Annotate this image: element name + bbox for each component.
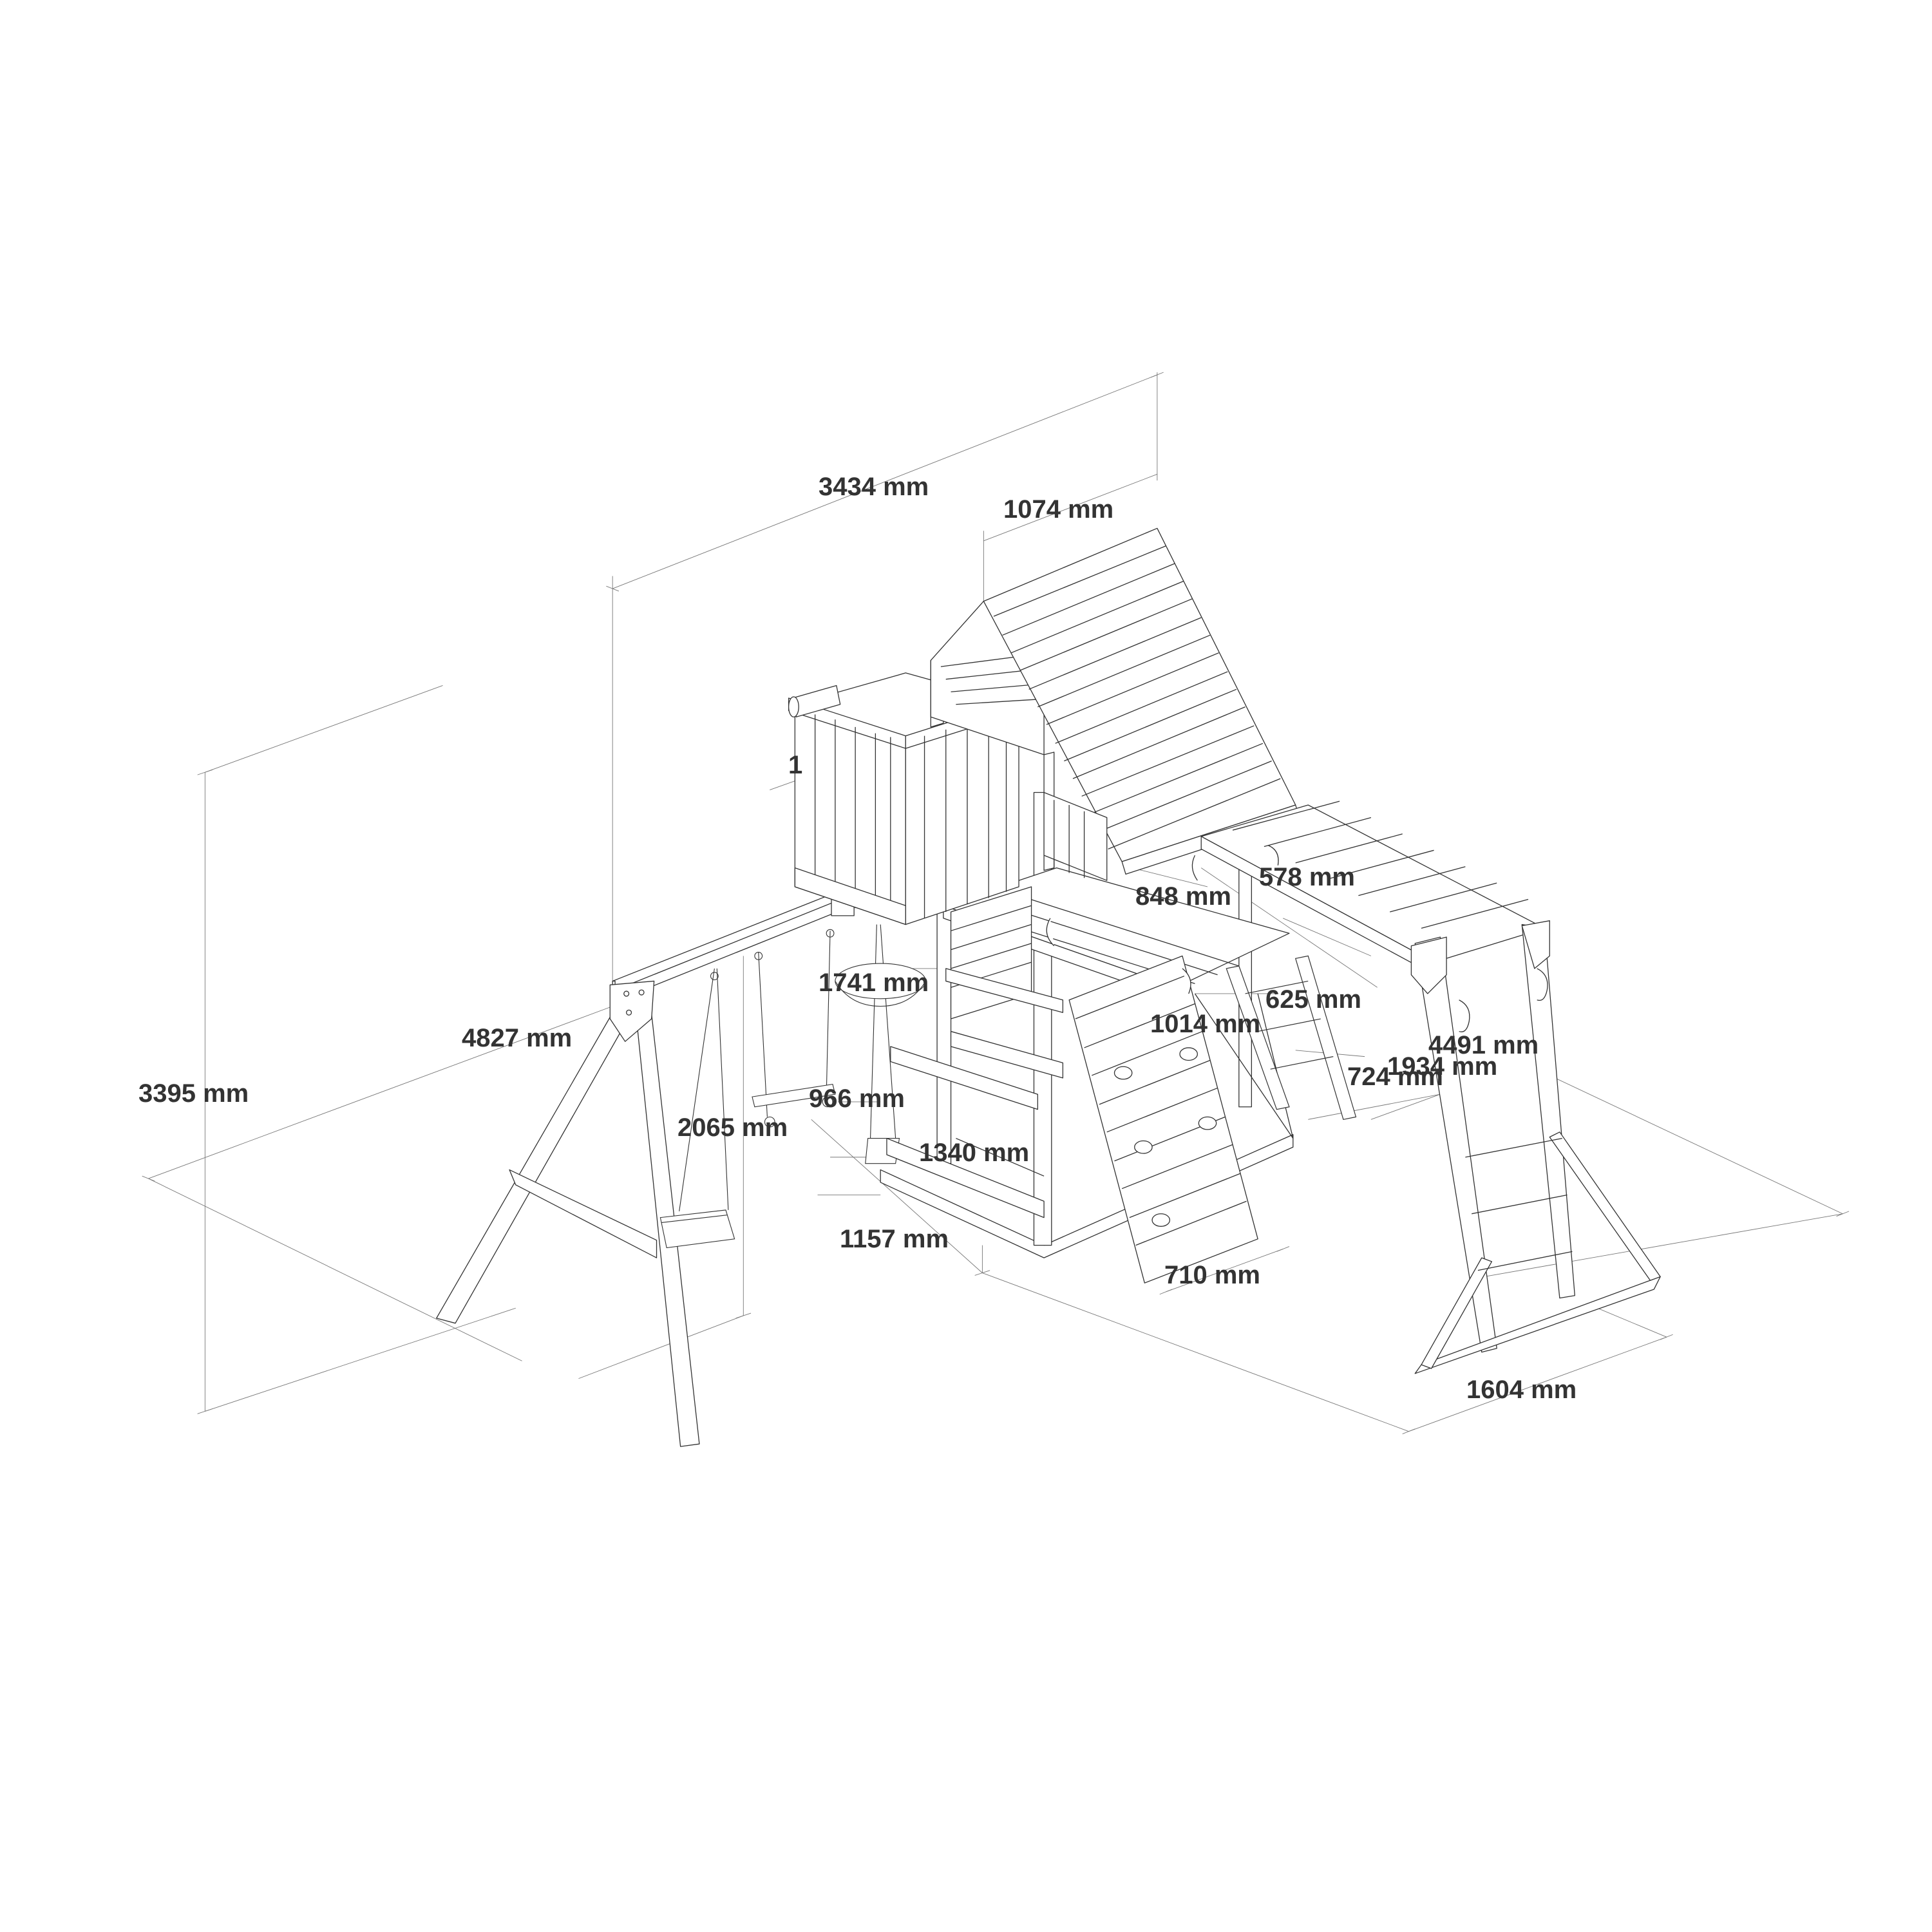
dimension-partial-label: 1 [788, 751, 803, 779]
swing-a-frame [437, 887, 854, 1446]
dimension-710: 710 mm [1164, 1261, 1260, 1289]
dimension-1157: 1157 mm [840, 1225, 949, 1253]
dimension-1340: 1340 mm [919, 1139, 1030, 1167]
climbing-wall [1046, 918, 1258, 1283]
dimension-4491: 4491 mm [1428, 1031, 1539, 1059]
dimension-625: 625 mm [1265, 985, 1361, 1014]
dimension-1604: 1604 mm [1466, 1376, 1577, 1404]
dimension-1074: 1074 mm [1003, 495, 1114, 524]
dimension-2065: 2065 mm [677, 1113, 788, 1142]
dimension-724: 724 mm [1347, 1063, 1443, 1091]
dimension-578: 578 mm [1259, 863, 1355, 891]
dimension-3395: 3395 mm [138, 1079, 249, 1108]
dimension-4827: 4827 mm [462, 1024, 573, 1052]
monkey-bars [1192, 801, 1660, 1374]
dimension-3434: 3434 mm [819, 473, 929, 501]
dimension-966: 966 mm [809, 1084, 905, 1113]
dimension-1741: 1741 mm [819, 969, 929, 997]
dimension-848: 848 mm [1135, 882, 1231, 911]
dimension-1934: 1934 mm [1387, 1052, 1498, 1081]
swing-seats [660, 925, 925, 1248]
side-ladder [1226, 956, 1356, 1119]
dimension-1014: 1014 mm [1150, 1010, 1261, 1038]
dimension-lines [142, 372, 1849, 1434]
